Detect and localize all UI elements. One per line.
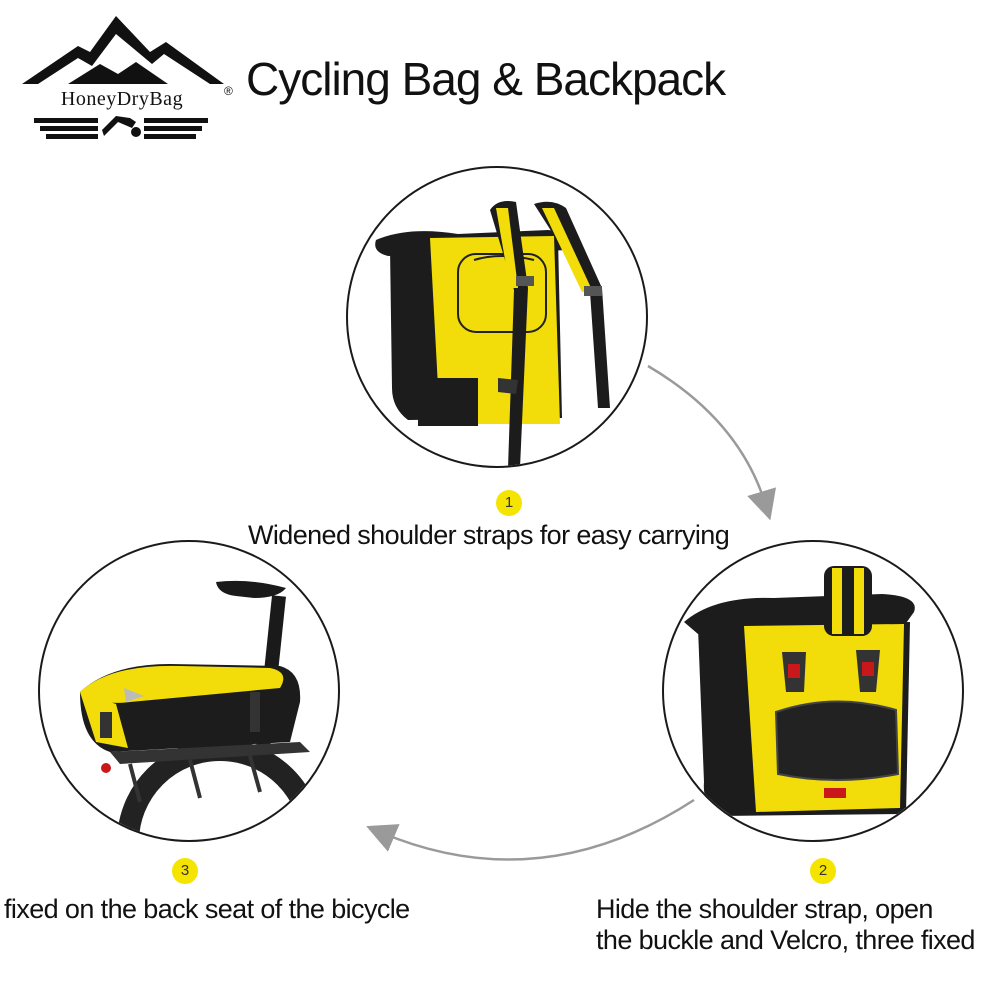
arrow-step1-to-step2 — [647, 364, 777, 521]
bicycle-illustration — [80, 580, 323, 840]
backpack-illustration — [375, 201, 610, 466]
pannier-illustration — [684, 566, 915, 816]
arrow-step2-to-step3 — [366, 798, 695, 861]
step-2-badge: 2 — [810, 858, 836, 884]
swimmer-logo-icon — [34, 116, 208, 139]
photo-bicycle-rack-mode — [38, 540, 340, 842]
brand-name: HoneyDryBag — [60, 88, 184, 110]
step-3-badge: 3 — [172, 858, 198, 884]
photo-backpack-mode — [346, 166, 648, 468]
page-title: Cycling Bag & Backpack — [246, 53, 726, 105]
registered-mark: ® — [224, 84, 233, 98]
step-1-badge: 1 — [496, 490, 522, 516]
step-3-caption: fixed on the back seat of the bicycle — [4, 894, 410, 924]
step-2-caption-line-1: Hide the shoulder strap, open — [596, 894, 933, 924]
mountain-logo-icon — [22, 16, 224, 84]
brand-logo — [22, 16, 224, 139]
step-2-caption-line-2: the buckle and Velcro, three fixed — [596, 925, 975, 955]
step-1-caption: Widened shoulder straps for easy carryin… — [248, 520, 730, 550]
photo-pannier-mode — [662, 540, 964, 842]
